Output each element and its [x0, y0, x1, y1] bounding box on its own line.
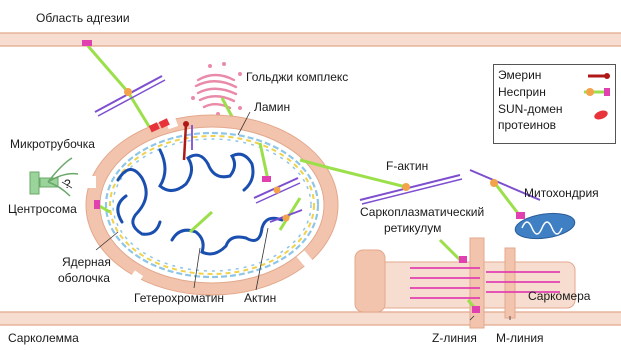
legend-nesprin-label: Несприн [498, 86, 546, 99]
golgi-complex [191, 62, 242, 116]
legend: Эмерин Несприн SUN-домен протеинов [493, 64, 616, 144]
label-question: ? [64, 178, 71, 191]
label-sarcomere: Саркомера [528, 290, 590, 303]
adhesion-link [82, 40, 165, 128]
label-sarcoplasmic-reticulum-1: Саркоплазматический [360, 206, 484, 219]
label-microtubule: Микротрубочка [10, 138, 95, 151]
microtubule [48, 158, 78, 196]
label-sarcoplasmic-reticulum-2: ретикулум [384, 222, 441, 235]
sarcolemma-top [0, 33, 621, 46]
label-golgi: Гольджи комплекс [246, 71, 348, 84]
label-heterochromatin: Гетерохроматин [134, 292, 224, 305]
label-lamin: Ламин [254, 101, 290, 114]
label-sarcolemma: Сарколемма [8, 332, 79, 345]
nesprin-icon [582, 86, 612, 98]
label-nuclear-envelope-2: оболочка [58, 272, 110, 285]
label-actin: Актин [244, 292, 276, 305]
label-nuclear-envelope-1: Ядерная [62, 256, 111, 269]
label-m-line: М-линия [496, 332, 544, 345]
label-f-actin: F-актин [386, 160, 428, 173]
nuclear-envelope [86, 113, 338, 295]
sarcolemma-bottom [0, 312, 621, 325]
label-adhesion-area: Область адгезии [36, 12, 130, 25]
emerin-icon [586, 70, 612, 82]
sun-protein-icon [592, 109, 610, 121]
legend-sun-label-2: протеинов [498, 119, 556, 132]
label-centrosome: Центросома [8, 203, 77, 216]
legend-sun-label-1: SUN-домен [498, 103, 563, 116]
label-z-line: Z-линия [432, 332, 477, 345]
label-mitochondria: Митохондрия [524, 187, 599, 200]
legend-emerin-label: Эмерин [498, 69, 541, 82]
